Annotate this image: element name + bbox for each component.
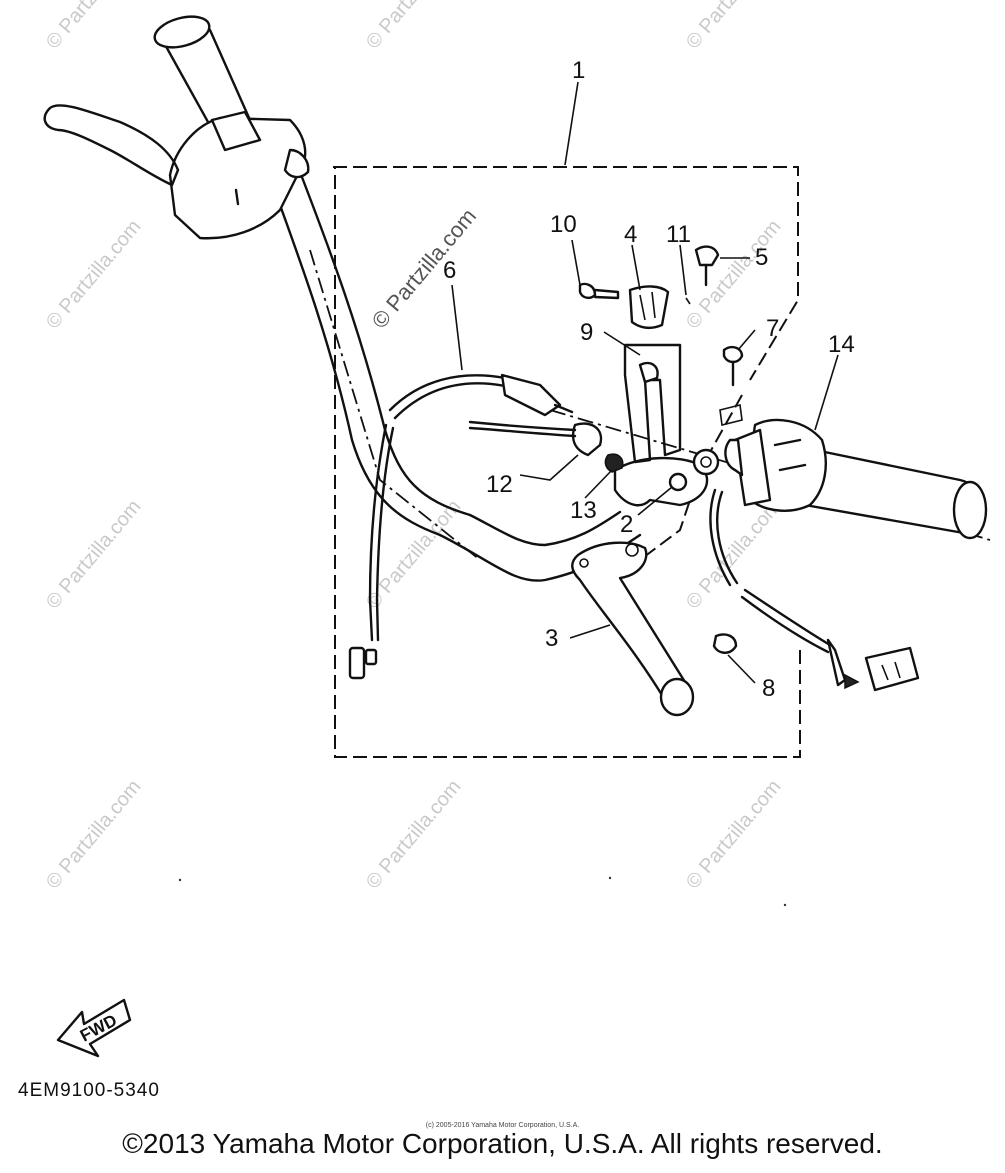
fwd-arrow-icon: FWD (56, 998, 132, 1058)
diagram-code: 4EM9100-5340 (18, 1080, 160, 1101)
callout-6: 6 (443, 257, 456, 284)
watermark-main: © Partzilla.com (367, 204, 481, 334)
callout-3: 3 (545, 625, 558, 652)
watermark: © Partzilla.com (42, 776, 145, 893)
clutch-switch-bracket (578, 245, 744, 464)
callout-2: 2 (620, 511, 633, 538)
clutch-lever (571, 541, 695, 717)
watermark: © Partzilla.com (682, 776, 785, 893)
small-copyright: (c) 2005-2016 Yamaha Motor Corporation, … (425, 1122, 580, 1129)
callout-1: 1 (572, 57, 585, 84)
watermark: © Partzilla.com (682, 0, 785, 53)
watermark: © Partzilla.com (42, 216, 145, 333)
callout-11: 11 (666, 221, 691, 248)
watermark: © Partzilla.com (42, 0, 145, 53)
callout-14: 14 (828, 331, 855, 358)
watermark: © Partzilla.com (362, 0, 465, 53)
copyright-notice: ©2013 Yamaha Motor Corporation, U.S.A. A… (122, 1128, 883, 1159)
callout-7: 7 (766, 315, 779, 342)
right-grip-assembly (724, 418, 988, 540)
left-grip-assembly (43, 15, 310, 240)
cables (348, 373, 920, 692)
callout-8: 8 (762, 675, 775, 702)
callout-13: 13 (570, 497, 597, 524)
callout-9: 9 (580, 319, 593, 346)
watermark: © Partzilla.com (42, 496, 145, 613)
callout-10: 10 (550, 211, 577, 238)
leader-lines (451, 81, 839, 684)
callout-labels: 1 2 3 4 5 6 7 8 9 10 11 12 13 14 (443, 57, 855, 702)
watermark: © Partzilla.com (682, 496, 785, 613)
watermark: © Partzilla.com (362, 776, 465, 893)
callout-5: 5 (755, 244, 768, 271)
callout-12: 12 (486, 471, 513, 498)
assembly-boundary (333, 166, 801, 758)
callout-4: 4 (624, 221, 637, 248)
lever-holder (571, 422, 720, 507)
